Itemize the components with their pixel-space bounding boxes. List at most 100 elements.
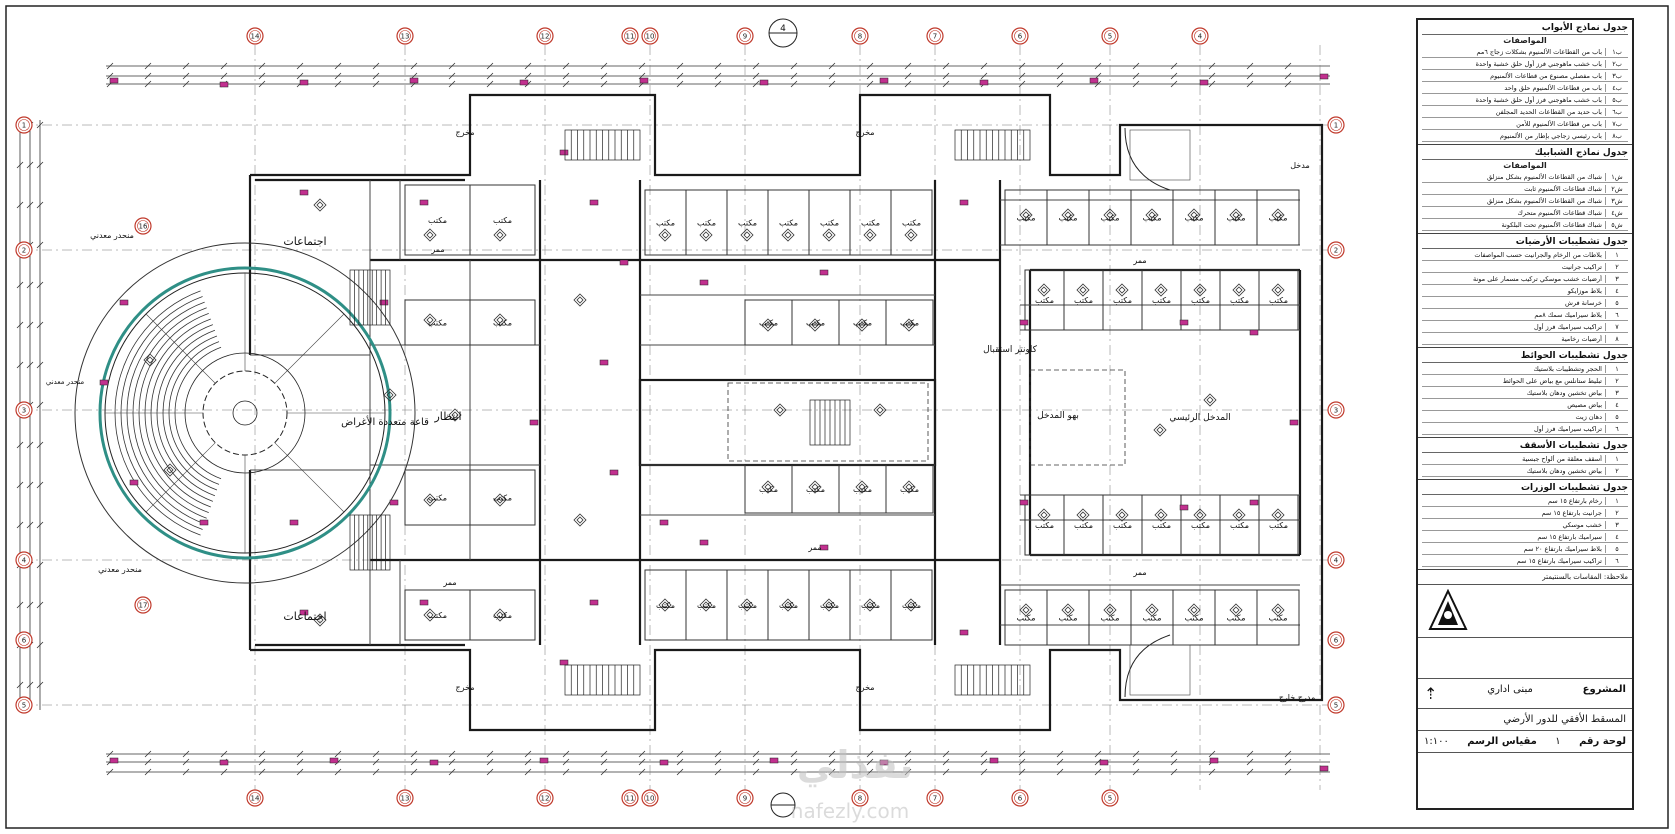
dim-tick [36, 281, 44, 289]
dim-tick [448, 80, 456, 88]
university-logo [1418, 585, 1632, 638]
dim-tick [790, 758, 798, 766]
section-marker-bottom [770, 792, 796, 818]
dim-tick [676, 72, 684, 80]
room-label: مكتب [853, 319, 872, 328]
room-label: مكتب [1035, 521, 1054, 530]
dim-tick [26, 161, 34, 169]
dim-tick [1094, 62, 1102, 70]
floor-mark [1061, 603, 1075, 617]
dim-tick [220, 62, 228, 70]
dim-tick [36, 521, 44, 529]
dim-tick [1094, 768, 1102, 776]
floor-mark [902, 318, 916, 332]
dim-tick [1170, 72, 1178, 80]
room-label: مكتب [1269, 214, 1288, 223]
watermark-latin: nafezly.com [791, 799, 909, 823]
floor-mark [1019, 603, 1033, 617]
floor-mark-inner [866, 601, 874, 609]
room-label: مكتب [697, 601, 716, 610]
dim-tick [1056, 758, 1064, 766]
schedule-code: ب٦ [1605, 107, 1628, 116]
schedule-desc: تراكيب سيراميك بارتفاع ١٥ سم [1516, 556, 1602, 565]
schedule-code: ٣ [1605, 274, 1628, 283]
floor-mark [658, 228, 672, 242]
schedule-code: ٦ [1605, 310, 1628, 319]
dim-tick [1094, 80, 1102, 88]
schedule-code: ١ [1605, 250, 1628, 259]
dim-tick [638, 62, 646, 70]
floor-mark [1203, 393, 1217, 407]
dim-tick [1208, 768, 1216, 776]
tag [299, 189, 309, 196]
floor-mark-inner [811, 483, 819, 491]
schedule-desc: سيراميك بارتفاع ١٥ سم [1537, 532, 1602, 541]
tag [599, 359, 609, 366]
floor-mark [313, 613, 327, 627]
floor-mark [761, 318, 775, 332]
floor-mark [1271, 283, 1285, 297]
floor-mark-inner [496, 611, 504, 619]
floor-mark-inner [907, 601, 915, 609]
dim-tick [828, 80, 836, 88]
grid-bubble-left: 5 [15, 696, 33, 714]
room-label: مكتب [902, 601, 921, 610]
tag [219, 81, 229, 88]
room-label: مكتب [1185, 614, 1204, 623]
dim-tick [1284, 62, 1292, 70]
dim-tick [220, 750, 228, 758]
tag [1289, 419, 1299, 426]
floor-mark [1271, 508, 1285, 522]
grid-bubble-label: 6 [1334, 637, 1339, 645]
dim-tick [752, 768, 760, 776]
office-rooms [404, 184, 1300, 646]
room-label: مكتب [806, 485, 825, 494]
schedule-code: ٤ [1605, 286, 1628, 295]
general-note: ملاحظة: المقاسات بالسنتيمتر [1418, 570, 1632, 585]
floor-mark-inner [858, 321, 866, 329]
dim-tick [676, 80, 684, 88]
room-label: مكتب [1230, 521, 1249, 530]
dim-tick [258, 750, 266, 758]
floor-mark-inner [1022, 606, 1030, 614]
floor-mark-inner [661, 601, 669, 609]
schedule-code: ٢ [1605, 466, 1628, 475]
floor-mark [423, 313, 437, 327]
schedule-desc: الحجر وتشطيبات بلاستيك [1533, 364, 1602, 373]
grid-bubble-label: 8 [858, 33, 862, 41]
grid-bubble-label: 4 [22, 557, 27, 565]
floor-mark [773, 403, 787, 417]
room-label-exit: مخرج [455, 128, 474, 137]
dim-tick [448, 768, 456, 776]
floor-mark [1076, 508, 1090, 522]
schedule-desc: شباك قطاعات الألمنيوم متحرك [1517, 208, 1602, 217]
dim-tick [714, 768, 722, 776]
staircase-bottom-left [564, 664, 641, 696]
floor-mark [822, 598, 836, 612]
floor-mark [902, 480, 916, 494]
skirting-schedule-title: جدول تشطيبات الوزرات [1422, 482, 1628, 495]
floor-mark [1103, 603, 1117, 617]
dim-tick [16, 481, 24, 489]
schedule-code: ب٣ [1605, 71, 1628, 80]
emblem-icon [1428, 589, 1468, 630]
floors-schedule-title: جدول تشطيبات الأرضيات [1422, 236, 1628, 249]
dim-tick [16, 681, 24, 689]
schedule-desc: باب مفصلي مصنوع من قطاعات الألمنيوم [1490, 71, 1602, 80]
dim-tick [36, 681, 44, 689]
floor-mark-inner [1148, 211, 1156, 219]
dim-tick [220, 72, 228, 80]
room-label: مكتب [1017, 214, 1036, 223]
dim-tick [942, 62, 950, 70]
dim-tick [16, 601, 24, 609]
dim-tick [26, 601, 34, 609]
